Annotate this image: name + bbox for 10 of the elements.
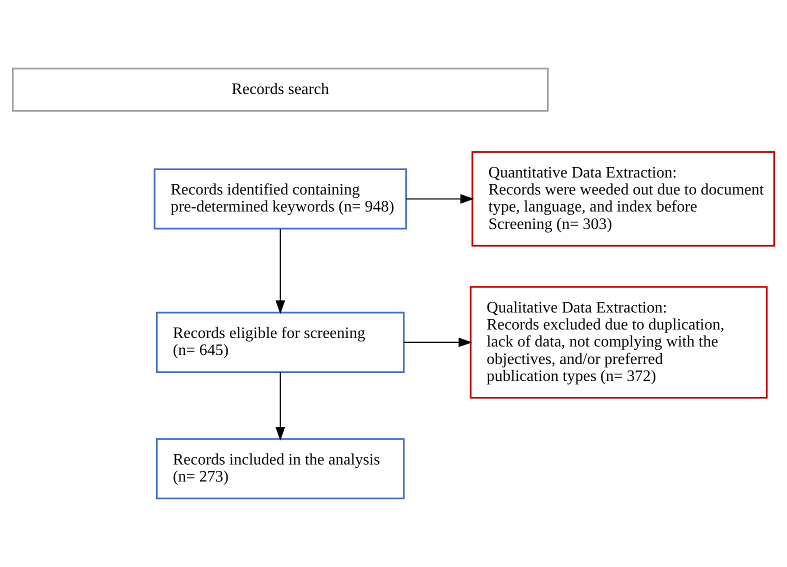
- arrow: [276, 228, 286, 314]
- node-box: Records eligible for screening (n= 645): [156, 312, 405, 373]
- arrow: [406, 194, 474, 204]
- node-box: Records included in the analysis (n= 273): [156, 438, 405, 500]
- node-box: Quantitative Data Extraction: Records were weeded out due to document type, language, and index before Screening (n= 303): [472, 151, 776, 247]
- node-box: Qualitative Data Extraction: Records excluded due to duplication, lack of data, not complying with the objectives, and/or preferred publication types (n= 372): [470, 286, 768, 399]
- arrow: [404, 338, 472, 348]
- arrow: [276, 372, 286, 441]
- node-box: Records identified containing pre-determined keywords (n= 948): [154, 168, 407, 230]
- node-box: Records search: [12, 68, 549, 112]
